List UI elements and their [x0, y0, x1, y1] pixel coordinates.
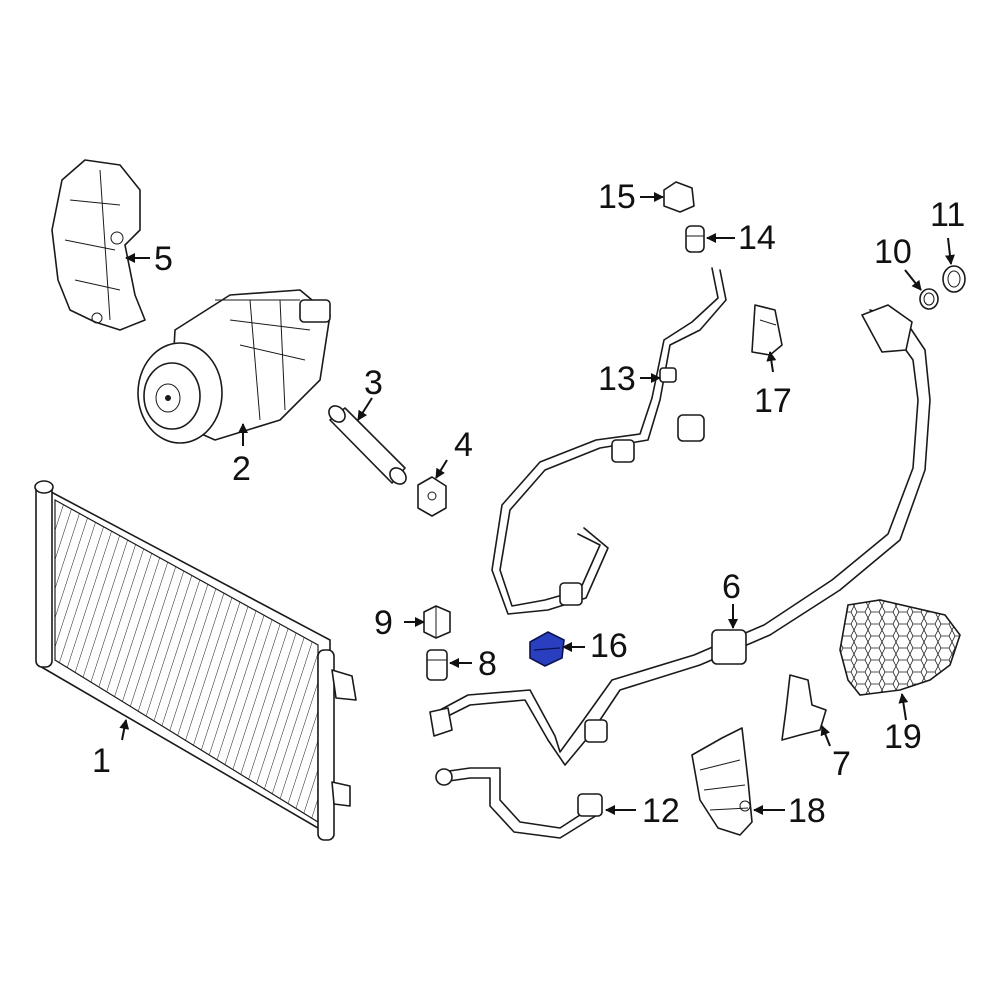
callout-2: 2: [232, 450, 251, 488]
o-ring-large-part[interactable]: [942, 265, 966, 293]
insulator-pad-part[interactable]: [839, 599, 961, 696]
callout-16: 16: [590, 627, 628, 665]
callout-13: 13: [598, 360, 636, 398]
service-valve-cap-part[interactable]: [423, 605, 451, 639]
callout-6: 6: [722, 568, 741, 606]
line-bracket-part[interactable]: [781, 674, 827, 741]
callout-17: 17: [754, 382, 792, 420]
callout-12: 12: [642, 792, 680, 830]
pressure-switch-part[interactable]: [426, 649, 448, 681]
callout-1: 1: [92, 742, 111, 780]
callout-4: 4: [454, 426, 473, 464]
callout-3: 3: [364, 364, 383, 402]
callout-9: 9: [374, 604, 393, 642]
callout-5: 5: [154, 240, 173, 278]
callout-19: 19: [884, 718, 922, 756]
hose-bracket-part[interactable]: [751, 304, 783, 356]
condenser-part[interactable]: [34, 480, 357, 841]
liquid-line-part[interactable]: [429, 304, 931, 766]
heat-shield-part[interactable]: [691, 727, 753, 836]
callout-arrows: [119, 192, 955, 815]
discharge-line-part[interactable]: [435, 767, 603, 839]
callout-7: 7: [832, 745, 851, 783]
pressure-sensor-part[interactable]: [685, 225, 705, 253]
ac-compressor-part[interactable]: [137, 289, 331, 444]
callout-8: 8: [478, 645, 497, 683]
callout-18: 18: [788, 792, 826, 830]
callout-10: 10: [874, 233, 912, 271]
callout-15: 15: [598, 178, 636, 216]
drier-cap-part[interactable]: [417, 476, 447, 517]
port-cap-part[interactable]: [663, 181, 695, 213]
callout-14: 14: [738, 219, 776, 257]
drier-cartridge-part[interactable]: [326, 403, 410, 488]
o-ring-small-part[interactable]: [919, 288, 939, 310]
highlighted-valve-cap-part[interactable]: [529, 631, 565, 667]
suction-hose-part[interactable]: [491, 267, 727, 615]
compressor-bracket-part[interactable]: [51, 159, 146, 331]
callout-11: 11: [930, 196, 965, 234]
callout-labels: 1 2 3 4 5 6 7 8 9 10 11 12 13 14 15 16 1…: [92, 178, 965, 830]
